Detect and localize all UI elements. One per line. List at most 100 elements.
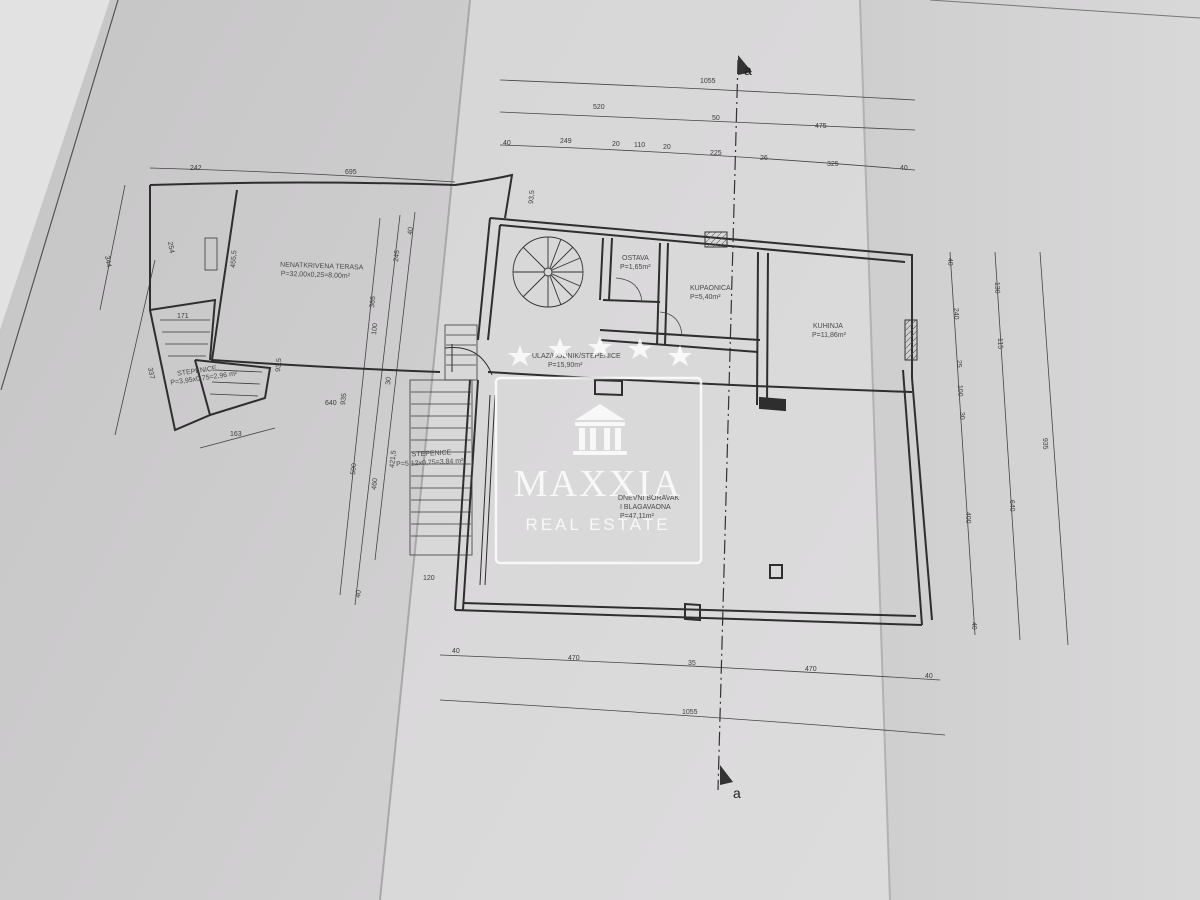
- dim-label: 40: [925, 673, 933, 680]
- dim-label: 254: [166, 241, 175, 254]
- dim-label: 1055: [682, 709, 698, 716]
- dim-label: 40: [503, 140, 511, 147]
- room-name-hallway: ULAZ/HODNIK/STEPENICE: [532, 353, 621, 360]
- dim-label: 249: [560, 138, 572, 145]
- watermark-frame: [494, 376, 703, 565]
- dim-label: 93,5: [528, 190, 536, 204]
- room-name-kitchen: KUHINJA: [813, 323, 843, 330]
- dim-label: 40: [900, 165, 908, 172]
- spiral-stair-icon: [512, 236, 584, 308]
- main-stair-steps: [409, 324, 478, 556]
- dim-label: 163: [230, 431, 242, 438]
- section-marker-bottom: a: [733, 785, 741, 801]
- room-area-living: P=47,11m²: [620, 513, 655, 520]
- dimension-lines: [99, 79, 1069, 736]
- dim-label: 50: [712, 115, 720, 122]
- dim-label: 935: [1041, 438, 1048, 450]
- dim-label: 100: [371, 323, 379, 335]
- dim-label: 40: [452, 648, 460, 655]
- room-name-bathroom: KUPAONICA: [690, 285, 731, 292]
- frame-line: [929, 0, 1200, 19]
- dim-label: 110: [634, 142, 645, 149]
- dim-label: 400: [964, 512, 971, 524]
- room-area-terrace: P=32,00x0,25=8,00m²: [281, 271, 351, 280]
- dim-label: 344: [103, 255, 112, 268]
- star-icon: [508, 345, 532, 366]
- dim-label: 20: [663, 144, 671, 151]
- section-arrow-icon: [738, 55, 752, 75]
- watermark-subtitle: REAL ESTATE: [525, 515, 670, 534]
- dim-label: 40: [355, 590, 363, 599]
- building-logo-icon: [573, 404, 627, 455]
- frame-line: [0, 0, 119, 391]
- dim-label: 1055: [700, 78, 716, 85]
- dim-label: 590: [350, 463, 358, 475]
- dim-label: 115: [996, 338, 1003, 350]
- room-area-bathroom: P=5,40m²: [690, 294, 721, 301]
- dim-label: 225: [710, 150, 722, 157]
- walls: [149, 173, 933, 626]
- dim-label: 695: [345, 169, 357, 176]
- section-marker-top: a: [744, 62, 752, 78]
- star-icon: [668, 345, 692, 366]
- dim-label: 460: [371, 478, 379, 490]
- room-name-living: DNEVNI BORAVAK: [618, 495, 680, 502]
- dim-label: 171: [177, 313, 189, 320]
- star-icon: [588, 336, 612, 357]
- dim-label: 40: [407, 227, 415, 236]
- room-area-storage: P=1,65m²: [620, 264, 651, 271]
- dim-label: 25: [955, 360, 962, 368]
- right-sheet: [860, 0, 1200, 900]
- room-area-hallway: P=15,90m²: [548, 362, 583, 369]
- dimension-labels: 1055 520 50 475 40 249 20 110 20 225 26 …: [103, 78, 1048, 716]
- dim-label: 20: [612, 141, 620, 148]
- dim-label: 935: [340, 393, 348, 405]
- dim-label: 26: [760, 155, 768, 162]
- dim-label: 40: [970, 622, 977, 630]
- dim-label: 245: [393, 250, 401, 262]
- star-icon: [628, 338, 652, 359]
- dim-label: 421,5: [389, 450, 398, 468]
- dim-label: 35: [688, 660, 696, 667]
- dim-label: 455,5: [230, 250, 239, 268]
- small-stair-steps: [160, 237, 263, 397]
- dim-label: 120: [423, 575, 435, 582]
- room-labels: NENATKRIVENA TERASA P=32,00x0,25=8,00m² …: [170, 255, 847, 520]
- dim-label: 130: [993, 282, 1000, 294]
- sheet-fold: [859, 0, 891, 900]
- section-axis: a a: [717, 55, 752, 801]
- dim-label: 30: [958, 412, 965, 420]
- dim-label: 325: [827, 161, 839, 168]
- room-name-living-2: I BLAGAVAONA: [620, 504, 671, 511]
- star-icon: [548, 338, 572, 359]
- door-swing: [615, 277, 643, 303]
- dim-label: 100: [956, 385, 963, 397]
- dim-label: 475: [815, 123, 827, 130]
- left-sheet: [0, 0, 470, 900]
- room-name-storage: OSTAVA: [622, 255, 649, 262]
- dim-label: 520: [593, 104, 605, 111]
- dim-label: 40: [946, 258, 953, 266]
- dim-label: 470: [805, 666, 817, 673]
- dim-label: 337: [146, 367, 155, 380]
- dim-label: 640: [1008, 500, 1015, 512]
- dim-label: 470: [568, 655, 580, 662]
- door-swing: [659, 311, 683, 336]
- stairs: [160, 231, 918, 556]
- watermark-brand: MAXXIA: [514, 463, 682, 505]
- sheet-fold: [379, 0, 471, 900]
- dim-label: 30: [385, 377, 393, 386]
- dim-label: 640: [325, 400, 337, 407]
- room-area-main-stairs: P=5,12x0,75=3,84 m²: [396, 458, 464, 469]
- maxxia-watermark: MAXXIA REAL ESTATE: [494, 336, 703, 565]
- room-name-main-stairs: STEPENICE: [412, 449, 452, 458]
- dim-label: 93,5: [275, 358, 283, 372]
- star-rating: [508, 336, 692, 366]
- dim-label: 240: [952, 308, 959, 320]
- section-arrow-icon: [720, 765, 733, 785]
- room-name-terrace: NENATKRIVENA TERASA: [280, 262, 364, 272]
- dim-label: 242: [190, 165, 202, 172]
- room-area-kitchen: P=11,86m²: [812, 332, 847, 339]
